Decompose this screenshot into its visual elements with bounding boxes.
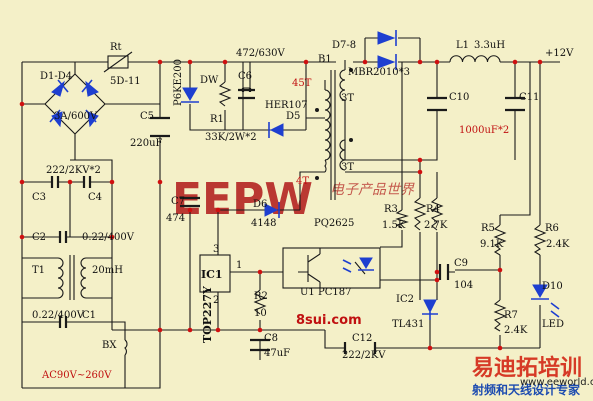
label-c8: C8 xyxy=(264,333,278,344)
label-c7-value: 474 xyxy=(166,213,185,224)
label-d6: D6 xyxy=(253,199,267,210)
label-output-voltage: +12V xyxy=(545,48,574,59)
label-c1-value: 0.22/400V xyxy=(32,310,85,321)
label-t1: T1 xyxy=(32,265,45,276)
label-c5-value: 220uF xyxy=(130,138,163,149)
logo-site-text: 易迪拓培训 xyxy=(472,355,582,381)
label-c2: C2 xyxy=(32,232,46,243)
label-l1-value: 3.3uH xyxy=(474,40,505,51)
training-logo: 易迪拓培训 射频和天线设计专家 www.eeworld.com.cn xyxy=(470,352,593,398)
optocoupler-box xyxy=(282,247,381,289)
label-c10c11-value: 1000uF*2 xyxy=(459,125,509,136)
ic1-box xyxy=(199,254,231,293)
label-c5: C5 xyxy=(140,111,154,122)
label-d5-value: HER107 xyxy=(265,100,308,111)
label-bx: BX xyxy=(102,340,117,351)
label-t1-value: 20mH xyxy=(92,265,123,276)
resistor-symbols xyxy=(103,51,547,332)
label-pin-2: 2 xyxy=(213,295,219,306)
label-d5: D5 xyxy=(286,111,300,122)
coil-symbols xyxy=(57,55,501,356)
label-pin-3: 3 xyxy=(213,244,219,255)
label-c2-value: 0.22/400V xyxy=(82,232,135,243)
label-r3: R3 xyxy=(384,204,398,215)
label-ic2: IC2 xyxy=(396,294,414,305)
label-ic1-part: TOP227Y xyxy=(201,286,214,343)
label-aux-turns: 4T xyxy=(296,176,309,187)
label-r4-value: 2.7K xyxy=(424,220,448,231)
capacitor-symbols xyxy=(50,88,525,354)
label-r2: R2 xyxy=(254,291,268,302)
label-primary-turns: 45T xyxy=(292,78,312,89)
label-transformer-core: PQ2625 xyxy=(314,218,354,229)
label-bridge-rating: 3A/600V xyxy=(54,111,98,122)
eepw-watermark-text: EEPW xyxy=(172,174,313,225)
label-dw: DW xyxy=(200,75,219,86)
label-r6-value: 2.4K xyxy=(546,239,570,250)
junction-dots xyxy=(19,59,543,351)
label-c9: C9 xyxy=(454,258,468,269)
label-c12-value: 222/2KV xyxy=(342,350,386,361)
label-secondary-turns-2: 3T xyxy=(341,162,354,173)
label-rt-value: 5D-11 xyxy=(110,76,141,87)
label-r4: R4 xyxy=(426,204,440,215)
component-labels: D1-D4 3A/600V Rt 5D-11 C5 220uF 222/2KV*… xyxy=(32,40,574,381)
label-r1: R1 xyxy=(210,114,224,125)
label-d10: D10 xyxy=(542,281,563,292)
label-c4: C4 xyxy=(88,192,102,203)
label-d7-8: D7-8 xyxy=(332,40,356,51)
label-l1: L1 xyxy=(456,40,469,51)
label-d6-value: 4148 xyxy=(251,218,276,229)
label-pin-1: 1 xyxy=(236,260,242,271)
label-c9-value: 104 xyxy=(454,280,473,291)
label-d7-8-value: MBR2010*3 xyxy=(348,67,410,78)
label-u1: U1 xyxy=(300,287,315,298)
wires xyxy=(21,37,560,389)
label-ic1: IC1 xyxy=(201,268,223,281)
label-u1-part: PC187 xyxy=(318,287,351,298)
label-ic2-part: TL431 xyxy=(392,319,424,330)
label-r7: R7 xyxy=(504,310,518,321)
label-r6: R6 xyxy=(545,223,559,234)
label-r5-value: 9.1K xyxy=(480,239,504,250)
corner-url-text: www.eeworld.com.cn xyxy=(520,377,593,388)
site-label: 8sui.com xyxy=(296,313,362,328)
logo-slogan-text: 射频和天线设计专家 xyxy=(471,382,581,397)
label-r7-value: 2.4K xyxy=(504,325,528,336)
label-c11: C11 xyxy=(519,92,539,103)
label-c1: C1 xyxy=(82,310,96,321)
label-secondary-turns-1: 3T xyxy=(341,93,354,104)
label-c3: C3 xyxy=(32,192,46,203)
label-c7: C7 xyxy=(171,196,185,207)
optocoupler-transistor xyxy=(307,253,321,283)
label-d10-value: LED xyxy=(542,319,564,330)
label-c12: C12 xyxy=(352,333,372,344)
label-rt: Rt xyxy=(110,42,122,53)
label-ac-input: AC90V~260V xyxy=(41,370,112,381)
eepw-watermark-cn-text: 电子产品世界 xyxy=(330,182,415,198)
label-c10: C10 xyxy=(449,92,469,103)
label-r3-value: 1.5K xyxy=(382,220,406,231)
label-d1-d4: D1-D4 xyxy=(40,71,72,82)
label-b1: B1 xyxy=(318,54,332,65)
label-p6ke200: P6KE200 xyxy=(173,59,184,106)
label-c3c4-value: 222/2KV*2 xyxy=(46,165,101,176)
eepw-watermark: EEPW 电子产品世界 xyxy=(172,174,415,225)
label-c6: C6 xyxy=(238,71,252,82)
label-c8-value: 47uF xyxy=(264,348,290,359)
label-r2-value: 10 xyxy=(254,308,267,319)
label-r1-value: 33K/2W*2 xyxy=(205,132,257,143)
label-r5: R5 xyxy=(481,223,495,234)
diode-symbols xyxy=(49,30,560,320)
winding-dots xyxy=(315,68,353,180)
label-c6-value: 472/630V xyxy=(236,48,286,59)
